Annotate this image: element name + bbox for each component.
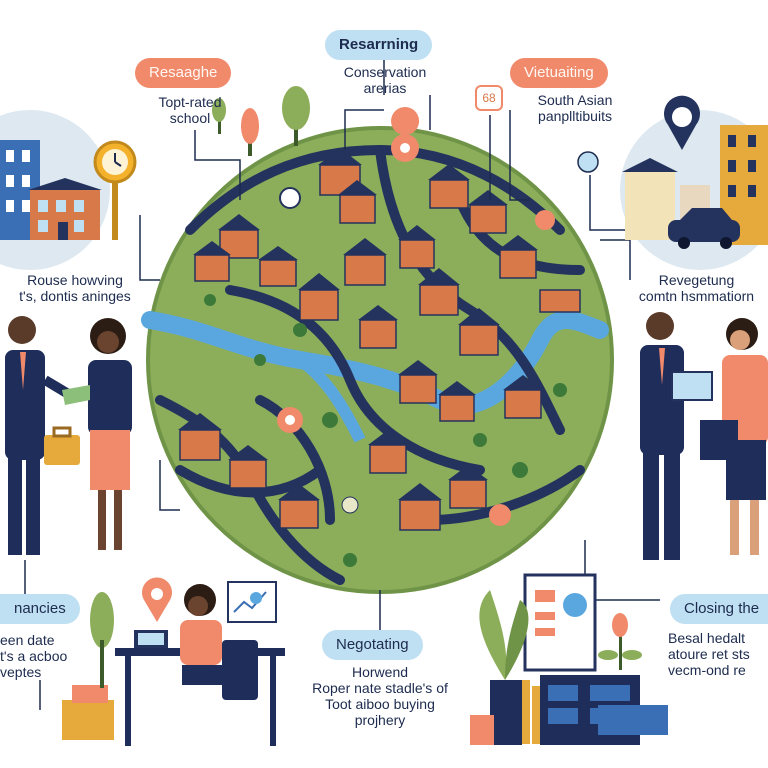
plant-icon	[479, 590, 529, 680]
label-pill-bottom-right: Closing the	[670, 594, 768, 624]
label-sub-bottom-center: Horwend Roper nate stadle's of Toot aibo…	[312, 664, 448, 728]
label-sub-top-left: Topt-rated school	[158, 94, 222, 126]
briefcase-icon	[44, 426, 80, 465]
marker-68-box	[475, 85, 503, 111]
tree-icon	[212, 86, 310, 156]
car-icon	[668, 208, 740, 249]
label-sub-top-center: Conservation arerias	[343, 64, 427, 96]
label-pill-bottom-left: nancies	[0, 594, 80, 624]
location-pin-icon	[664, 95, 700, 150]
houses	[178, 148, 581, 567]
label-sub-mid-right: Revegetung comtn hsmmatiorn	[638, 272, 755, 304]
building-illustration-left	[0, 110, 137, 270]
people-meeting-right	[640, 312, 768, 560]
label-sub-mid-left: Rouse howving t's, dontis aninges	[19, 272, 131, 304]
label-sub-bottom-left: een date t's a acboo veptes	[0, 632, 68, 680]
label-pill-bottom-center: Negotating	[322, 630, 423, 660]
label-sub-top-right: South Asian panplltibuits	[537, 92, 613, 124]
plant-icon	[598, 613, 642, 670]
label-sub-bottom-right: Besal hedalt atoure ret sts vecm-ond re	[668, 630, 750, 678]
building-illustration-right	[620, 95, 768, 270]
map-pins	[277, 107, 555, 526]
desk-scene	[62, 577, 285, 746]
marker-68-label: 68	[482, 91, 496, 105]
people-handshake-left	[5, 316, 132, 555]
clock-icon	[93, 140, 137, 240]
laptop-icon	[134, 630, 168, 648]
neighbourhood-map	[141, 107, 614, 594]
label-pill-top-center: Resarrning	[325, 30, 433, 60]
chart-icon	[227, 581, 277, 623]
plant-icon	[90, 592, 114, 688]
label-pill-top-left: Resaaghe	[135, 58, 232, 88]
marker-a-circle	[577, 151, 599, 173]
location-pin-icon	[142, 577, 172, 622]
label-pill-top-right: Vietuaiting	[510, 58, 608, 88]
office-scene	[470, 573, 668, 745]
